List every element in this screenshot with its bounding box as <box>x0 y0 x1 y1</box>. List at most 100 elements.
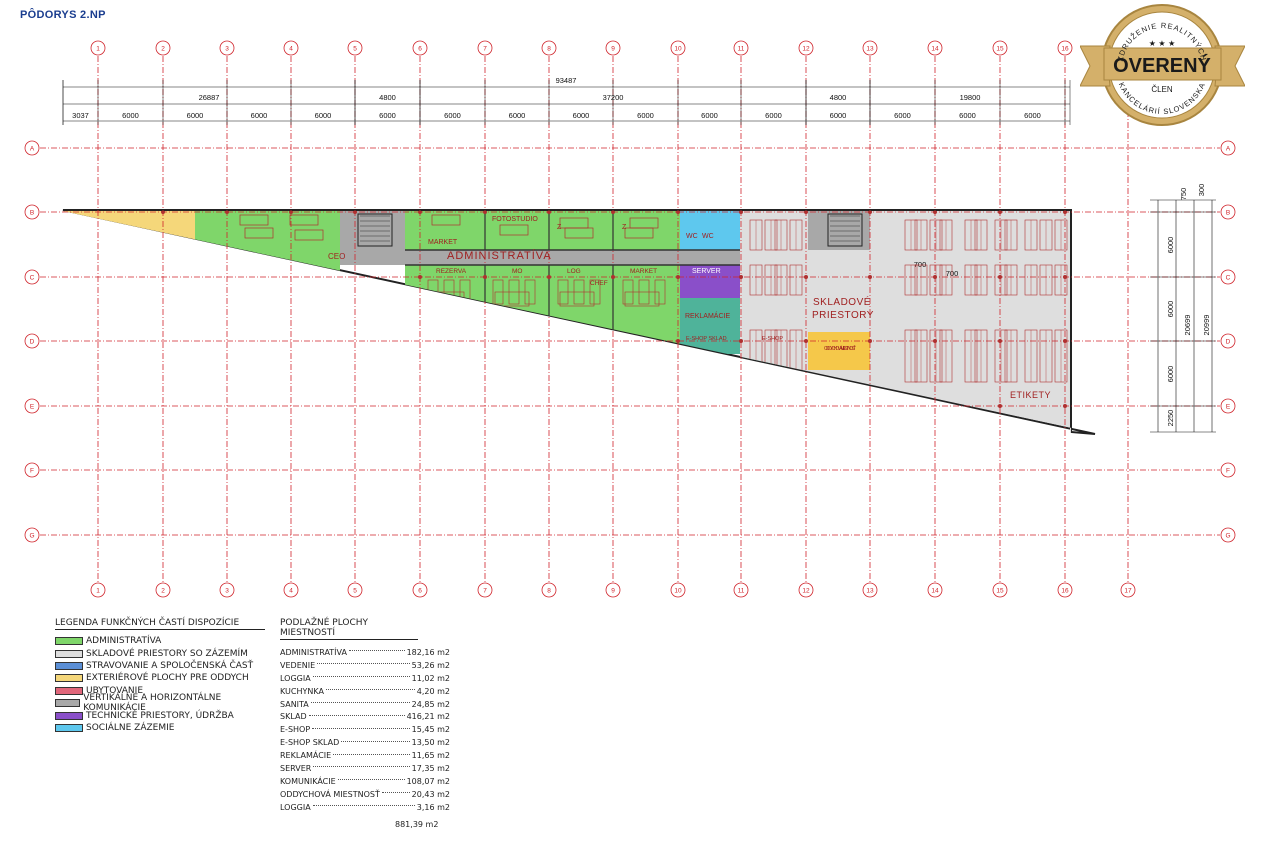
room-labels: CEO MARKET FOTOSTUDIO Z Z WC WC ADMINIST… <box>328 216 1051 400</box>
room-label-log: LOG <box>567 268 581 275</box>
grid-label-col-4: 4 <box>289 588 293 595</box>
structural-column-4-0 <box>418 211 422 214</box>
area-leader-dots <box>310 702 410 703</box>
grid-label-col-9: 9 <box>611 46 615 53</box>
desk-3 <box>294 229 324 241</box>
structural-column-13-1 <box>998 275 1002 279</box>
area-leader-dots <box>348 650 405 652</box>
room-label-chef: CHEF <box>590 280 608 287</box>
dim-right-6000-c: 6000 <box>1166 366 1175 383</box>
zone-server <box>680 265 740 298</box>
grid-bubble-row-F-left <box>24 462 40 478</box>
structural-column-8-0 <box>676 211 680 214</box>
dim-segment-8: 6000 <box>573 111 590 120</box>
legend-swatch <box>55 649 83 658</box>
area-room-name: VEDENIE <box>280 660 316 670</box>
grid-bubble-col-13-bottom <box>862 582 878 598</box>
meeting-table-1 <box>494 291 530 307</box>
grid-label-col-6: 6 <box>418 46 422 53</box>
zone-reklamacie <box>680 298 740 332</box>
dim-right-2250: 2250 <box>1166 410 1175 427</box>
legend-label: TECHNICKÉ PRIESTORY, ÚDRŽBA <box>86 710 234 721</box>
desk-4 <box>431 214 461 226</box>
area-room-value: 17,35 m2 <box>411 763 450 773</box>
area-room-value: 182,16 m2 <box>406 647 450 657</box>
desk-9 <box>624 227 654 239</box>
grid-bubble-col-7-bottom <box>477 582 493 598</box>
legend-label: STRAVOVANIE A SPOLOČENSKÁ ČASŤ <box>86 660 254 671</box>
grid-bubble-row-A-right <box>1220 140 1236 156</box>
badge-ribbon-band <box>1103 47 1222 81</box>
grid-label-row-G: G <box>1225 533 1230 540</box>
room-label-rezerva: REZERVA <box>436 268 467 275</box>
grid-bubble-col-14-bottom <box>927 582 943 598</box>
grid-bubble-col-10-top <box>670 40 686 56</box>
area-room-name: KUCHYNKA <box>280 686 324 696</box>
grid-bubble-row-G-left <box>24 527 40 543</box>
legend-item: EXTERIÉROVÉ PLOCHY PRE ODDYCH <box>55 672 265 684</box>
room-label-z-1: Z <box>557 224 562 231</box>
zone-admin-north <box>405 211 680 250</box>
structural-column-6-0 <box>547 211 551 214</box>
structural-column-8-2 <box>676 339 680 343</box>
dim-segment-4: 6000 <box>315 111 332 120</box>
area-room-value: 11,02 m2 <box>411 673 450 683</box>
area-room-value: 24,85 m2 <box>411 699 450 709</box>
structural-column-11-1 <box>868 275 872 279</box>
area-room-value: 3,16 m2 <box>416 802 450 812</box>
grid-label-col-9: 9 <box>611 588 615 595</box>
grid-bubble-col-16-top <box>1057 40 1073 56</box>
room-label-priestory: PRIESTORY <box>812 310 874 321</box>
legend-item: SKLADOVÉ PRIESTORY SO ZÁZEMÍM <box>55 647 265 659</box>
structural-column-10-0 <box>804 211 808 214</box>
area-room-value: 15,45 m2 <box>411 725 450 735</box>
grid-bubble-col-14-top <box>927 40 943 56</box>
grid-bubble-col-12-top <box>798 40 814 56</box>
legend-label: UBYTOVANIE <box>86 685 144 696</box>
grid-label-col-5: 5 <box>353 46 357 53</box>
grid-bubble-row-E-left <box>24 398 40 414</box>
grid-bubble-col-8-bottom <box>541 582 557 598</box>
structural-column-9-1 <box>739 275 743 279</box>
grid-label-col-11: 11 <box>738 46 745 53</box>
grid-bubble-col-11-bottom <box>733 582 749 598</box>
grid-bubble-row-B-right <box>1220 204 1236 220</box>
dim-group-1: 4800 <box>379 93 396 102</box>
grid-label-col-8: 8 <box>547 46 551 53</box>
area-room-name: KOMUNIKÁCIE <box>280 776 336 786</box>
grid-label-col-6: 6 <box>418 588 422 595</box>
grid-label-col-4: 4 <box>289 46 293 53</box>
legend-swatch <box>55 723 83 732</box>
area-room-name: LOGGIA <box>280 673 311 683</box>
zone-admin-south <box>405 265 680 355</box>
legend-swatch <box>55 686 83 695</box>
grid-label-col-12: 12 <box>802 46 810 53</box>
dim-segment-1: 6000 <box>122 111 139 120</box>
grid-label-row-E: E <box>1226 404 1231 411</box>
dim-segment-14: 6000 <box>959 111 976 120</box>
grid-bubble-row-E-right <box>1220 398 1236 414</box>
structural-column-10-2 <box>804 339 808 343</box>
grid-label-col-3: 3 <box>225 588 229 595</box>
legend-label: VERTIKÁLNE A HORIZONTÁLNE KOMUNIKÁCIE <box>83 693 222 714</box>
grid-label-col-12: 12 <box>802 588 810 595</box>
room-areas-table: PODLAŽNÉ PLOCHY MIESTNOSTÍ ADMINISTRATÍV… <box>280 618 450 814</box>
area-leader-dots <box>308 714 405 716</box>
structural-column-1-0 <box>225 211 229 214</box>
stair-core-1 <box>827 213 863 247</box>
grid-bubble-col-3-top <box>219 40 235 56</box>
room-label-ceo: CEO <box>328 252 345 261</box>
area-room-name: LOGGIA <box>280 802 311 812</box>
grid-bubble-col-13-top <box>862 40 878 56</box>
area-leader-dots <box>333 753 410 755</box>
dim-right-6000-a: 6000 <box>1166 237 1175 254</box>
area-room-value: 13,50 m2 <box>411 738 450 748</box>
structural-column-8-1 <box>676 275 680 279</box>
grid-bubble-col-1-top <box>90 40 106 56</box>
desk-1 <box>289 214 319 226</box>
dim-segment-6: 6000 <box>444 111 461 120</box>
